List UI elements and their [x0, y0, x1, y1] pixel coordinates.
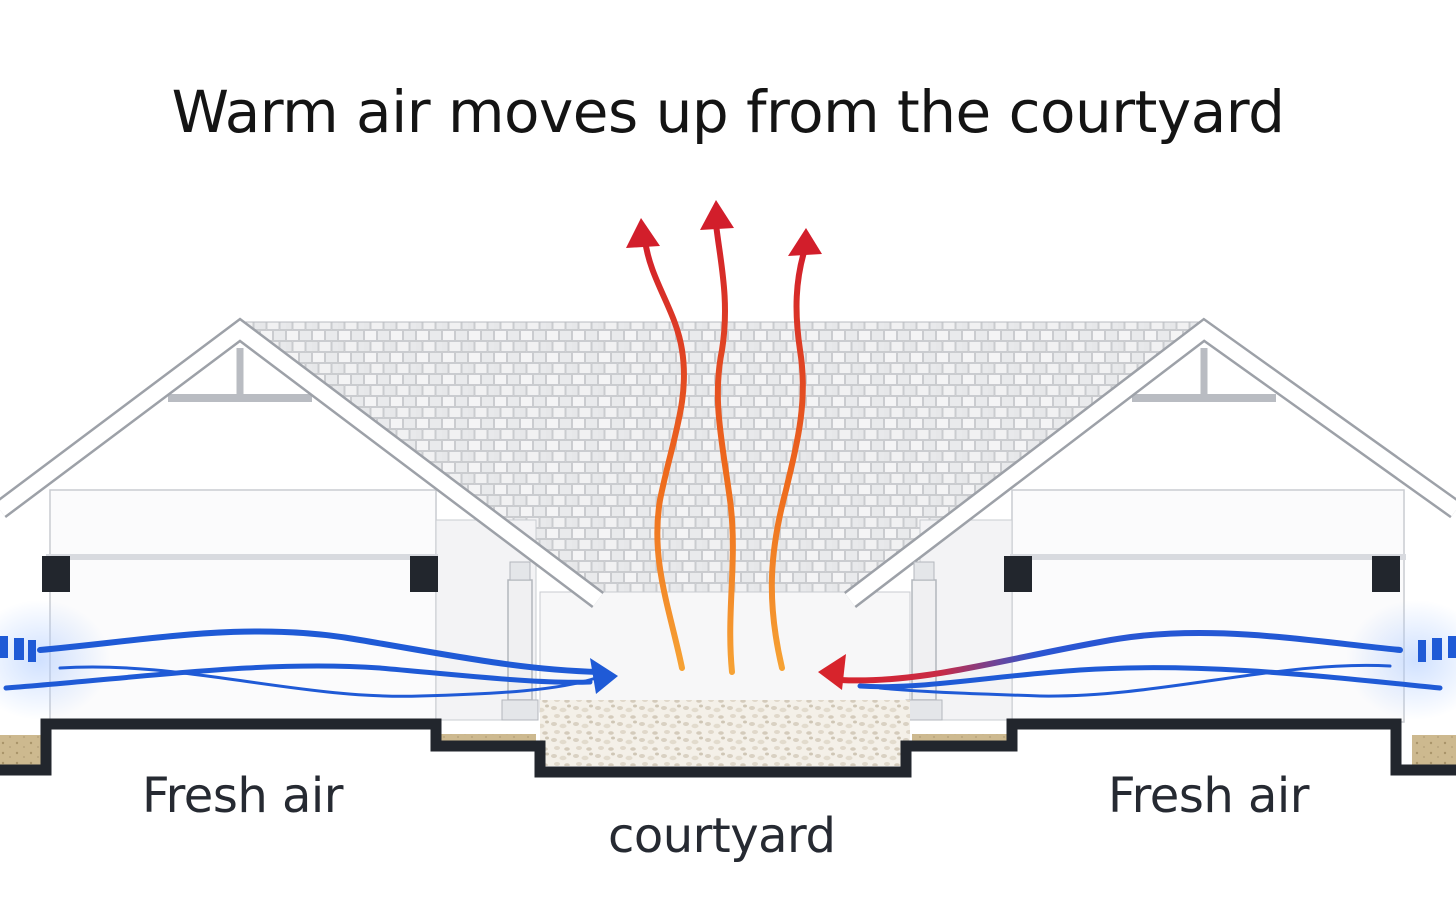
warm-air-rising — [626, 200, 822, 675]
courtyard-gravel — [540, 700, 910, 766]
fresh-air-label-left: Fresh air — [142, 768, 344, 824]
fresh-air-flow-left — [0, 628, 618, 698]
warm-arrowhead-2 — [700, 200, 734, 230]
warm-arrowhead-3 — [788, 228, 822, 256]
warm-stream-3 — [768, 249, 807, 671]
fresh-air-label-right: Fresh air — [1108, 768, 1310, 824]
fresh-air-arrowhead-right — [818, 654, 846, 690]
inflow-stream-right — [837, 629, 1403, 684]
fresh-air-flow-right — [818, 629, 1456, 698]
right-building — [843, 317, 1456, 723]
fresh-air-arrowhead-left — [590, 658, 618, 694]
warm-arrowhead-1 — [626, 218, 660, 248]
courtyard-label: courtyard — [608, 808, 836, 864]
left-building — [0, 317, 605, 723]
warm-stream-1 — [642, 237, 687, 671]
ground-section — [0, 700, 1456, 778]
back-courtyard-wall — [539, 591, 911, 713]
diagram-title: Warm air moves up from the courtyard — [171, 78, 1285, 146]
warm-stream-2 — [713, 221, 736, 675]
